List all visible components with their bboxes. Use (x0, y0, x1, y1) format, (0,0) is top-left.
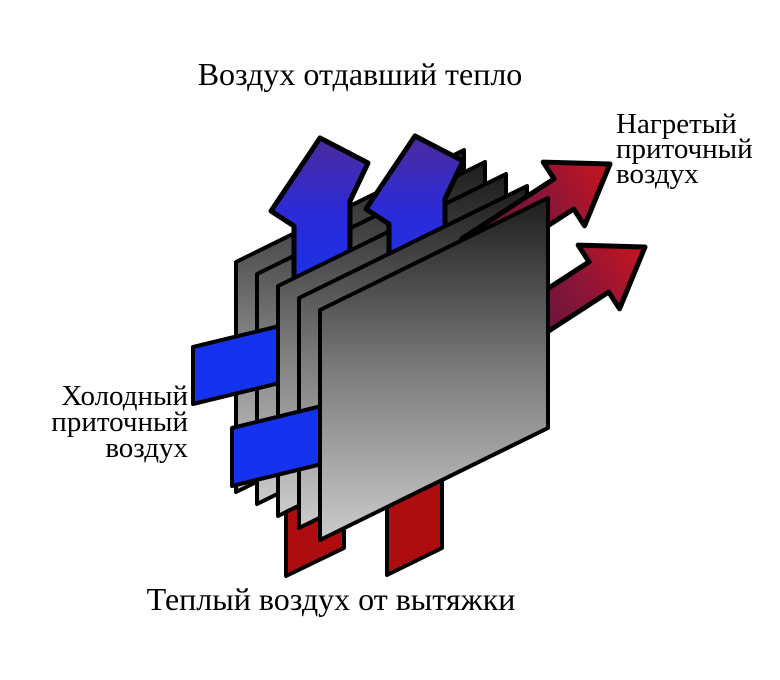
label-warm-exhaust-air: Теплый воздух от вытяжки (146, 581, 516, 617)
label-cold-supply-air: Холодный приточный воздух (51, 380, 188, 464)
plate-1-front (318, 196, 550, 542)
label-heated-supply-air: Нагретый приточный воздух (616, 108, 753, 190)
label-exhaust-air: Воздух отдавший тепло (197, 56, 523, 92)
